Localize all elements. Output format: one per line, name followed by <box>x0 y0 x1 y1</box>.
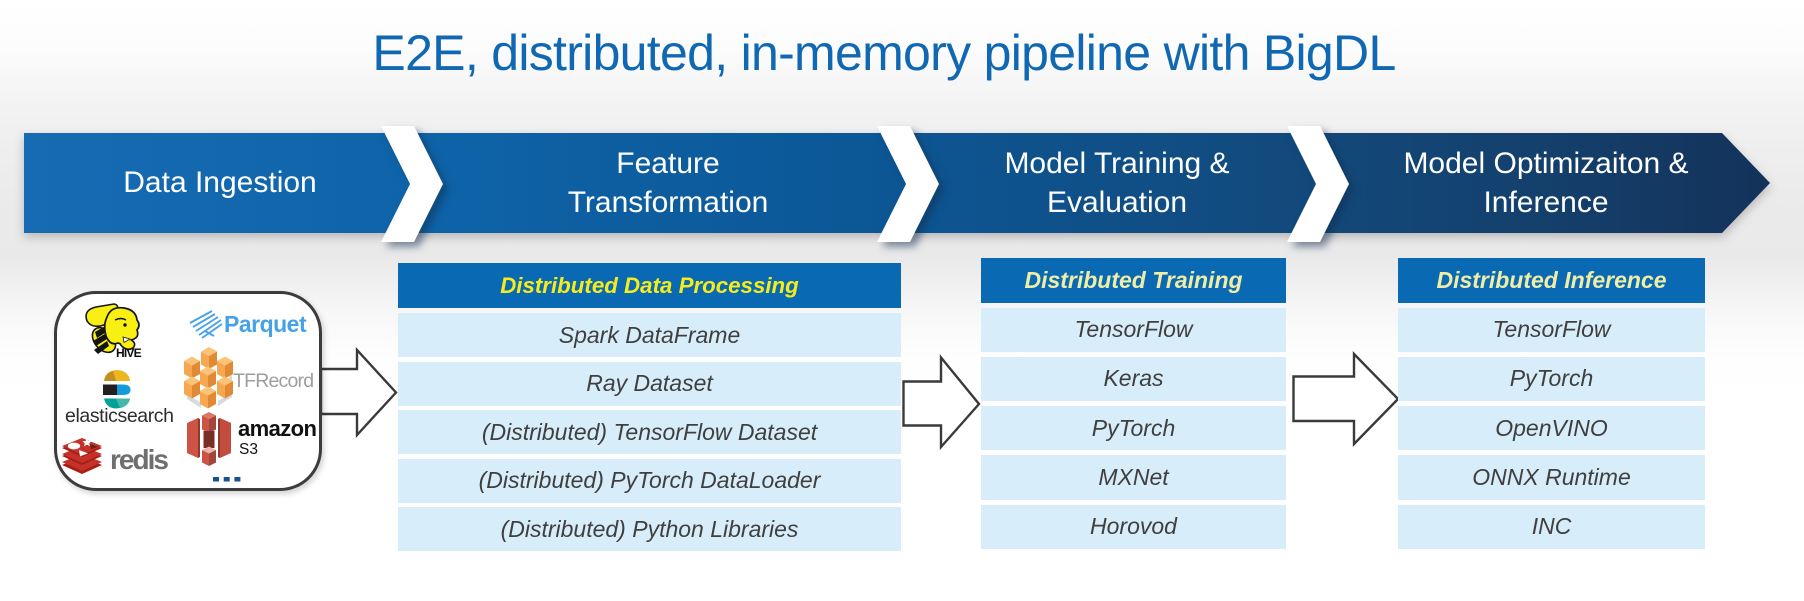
svg-text:Parquet: Parquet <box>224 311 307 337</box>
svg-text:S3: S3 <box>239 441 258 458</box>
svg-text:elasticsearch: elasticsearch <box>65 405 174 427</box>
svg-text:TFRecord: TFRecord <box>233 370 313 392</box>
svg-text:redis: redis <box>110 444 168 475</box>
svg-text:HIVE: HIVE <box>116 346 142 360</box>
svg-text:amazon: amazon <box>238 416 316 441</box>
